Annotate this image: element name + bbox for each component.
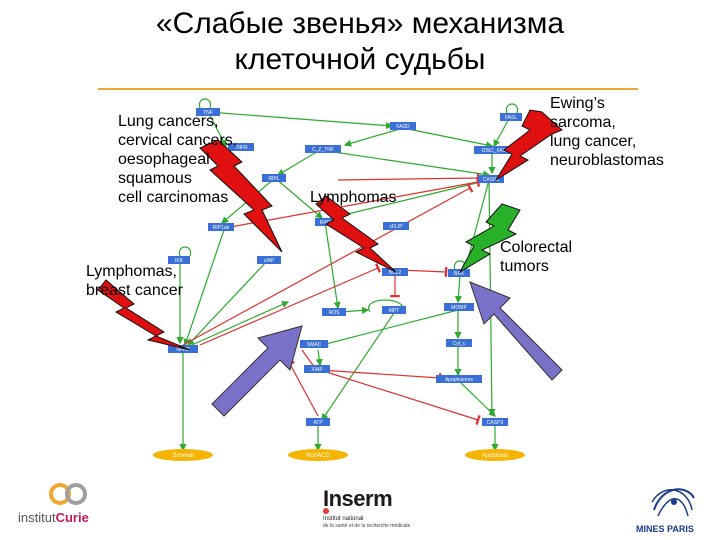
node-bcl2-label: BCL2	[389, 270, 402, 276]
node-disc-tnf-label: C_Z_TNF	[312, 147, 334, 153]
annotation-lymphomas: Lymphomas	[310, 189, 397, 206]
node-casp3	[482, 418, 508, 426]
node-ripl-label: RIPL	[268, 176, 279, 182]
title-line-1: «Слабые звенья» механизма	[155, 7, 565, 40]
node-casp8-label: CASP8	[483, 177, 500, 183]
node-tnfr	[228, 143, 254, 151]
node-fadd	[390, 122, 416, 130]
output-nodes: Survival NonACD Apoptosis	[153, 449, 525, 461]
annotation-lung-cervical: Lung cancers, cervical cancers, oesophag…	[118, 113, 238, 206]
inserm-dot	[323, 508, 329, 514]
node-casp8	[478, 175, 504, 183]
node-tnfr-label: TNFR	[234, 145, 248, 151]
node-cytc	[446, 339, 472, 347]
inserm-logo: Inserm	[323, 486, 393, 511]
node-nonacd	[288, 449, 348, 461]
node-rip1ub	[208, 223, 234, 231]
node-ros-label: ROS	[329, 310, 341, 316]
node-nfkb-label: NFKB	[176, 347, 190, 353]
node-ripl	[262, 174, 286, 182]
node-xiap-label: XIAP	[311, 367, 323, 373]
node-momp-label: MOMP	[451, 305, 467, 311]
node-survival-label: Survival	[172, 453, 193, 459]
curie-prefix: institut	[18, 510, 56, 525]
node-smac	[300, 340, 328, 348]
node-cflip	[383, 222, 409, 230]
node-ros	[322, 308, 346, 316]
node-disc-tnf	[305, 145, 341, 153]
node-tnf-label: TNF	[203, 110, 213, 116]
annotation-ewing: Ewing’s sarcoma, lung cancer, neuroblast…	[550, 95, 664, 169]
node-fasl-label: FASL	[505, 115, 517, 121]
node-apoptosome	[436, 375, 482, 383]
red-lightning-bolt-1	[199, 139, 283, 253]
node-rip1ub-label: RIP1ub	[213, 225, 230, 231]
node-momp	[444, 303, 474, 311]
node-ikk	[168, 256, 190, 264]
node-xiap	[304, 365, 330, 373]
node-disc-fas	[474, 146, 514, 154]
node-smac-label: SMAC	[307, 342, 322, 348]
node-casp3-label: CASP3	[487, 420, 504, 426]
inserm-subtitle-1: Institut national	[323, 516, 364, 522]
node-ciap	[257, 256, 281, 264]
node-cytc-label: Cyt_c	[453, 341, 466, 347]
purple-arrow-right	[469, 281, 563, 381]
lightning-bolts	[97, 109, 563, 351]
node-fasl	[500, 113, 522, 121]
node-mpt-label: MPT	[389, 308, 400, 314]
curie-name: Curie	[55, 510, 89, 525]
node-fadd-label: FADD	[396, 124, 410, 130]
node-atp-label: ATP	[313, 420, 323, 426]
annotation-lymphomas-breast: Lymphomas, breast cancer	[86, 263, 183, 299]
node-apoptosis	[465, 449, 525, 461]
green-lightning-bolt	[458, 203, 521, 274]
title-divider	[98, 88, 638, 90]
node-ikk-label: IKK	[175, 258, 184, 264]
node-atp	[306, 418, 330, 426]
inhibition-edges	[182, 173, 481, 425]
mines-paris-wordmark: MINES PARIS	[636, 524, 694, 534]
node-apoptosome-label: Apoptosome	[445, 377, 473, 383]
institut-curie-logo	[49, 483, 87, 505]
purple-arrow-left	[211, 325, 303, 417]
title-line-2: клеточной судьбы	[234, 43, 486, 76]
red-lightning-bolt-3	[315, 195, 397, 273]
mines-paris-emblem	[651, 488, 695, 517]
node-disc-fas-label: DISC_FAS	[482, 148, 507, 154]
node-tnf	[196, 108, 220, 116]
red-lightning-bolt-4	[495, 109, 563, 181]
node-ripk1	[315, 218, 339, 226]
red-lightning-bolt-2	[97, 279, 191, 351]
node-mpt	[382, 306, 406, 314]
node-bax-label: BAX	[454, 271, 465, 277]
purple-arrows	[211, 281, 563, 417]
node-nonacd-label: NonACD	[306, 453, 330, 459]
node-cflip-label: cFLIP	[389, 224, 403, 230]
node-nfkb	[168, 345, 198, 353]
inserm-subtitle-2: de la santé et de la recherche médicale	[323, 523, 411, 529]
node-apoptosis-label: Apoptosis	[482, 453, 508, 459]
node-survival	[153, 449, 213, 461]
institut-curie-wordmark: institutCurie	[18, 510, 89, 525]
node-ciap-label: cIAP	[264, 258, 275, 264]
page-title: «Слабые звенья» механизма клеточной судь…	[0, 6, 720, 78]
annotation-colorectal: Colorectal tumors	[500, 239, 573, 275]
